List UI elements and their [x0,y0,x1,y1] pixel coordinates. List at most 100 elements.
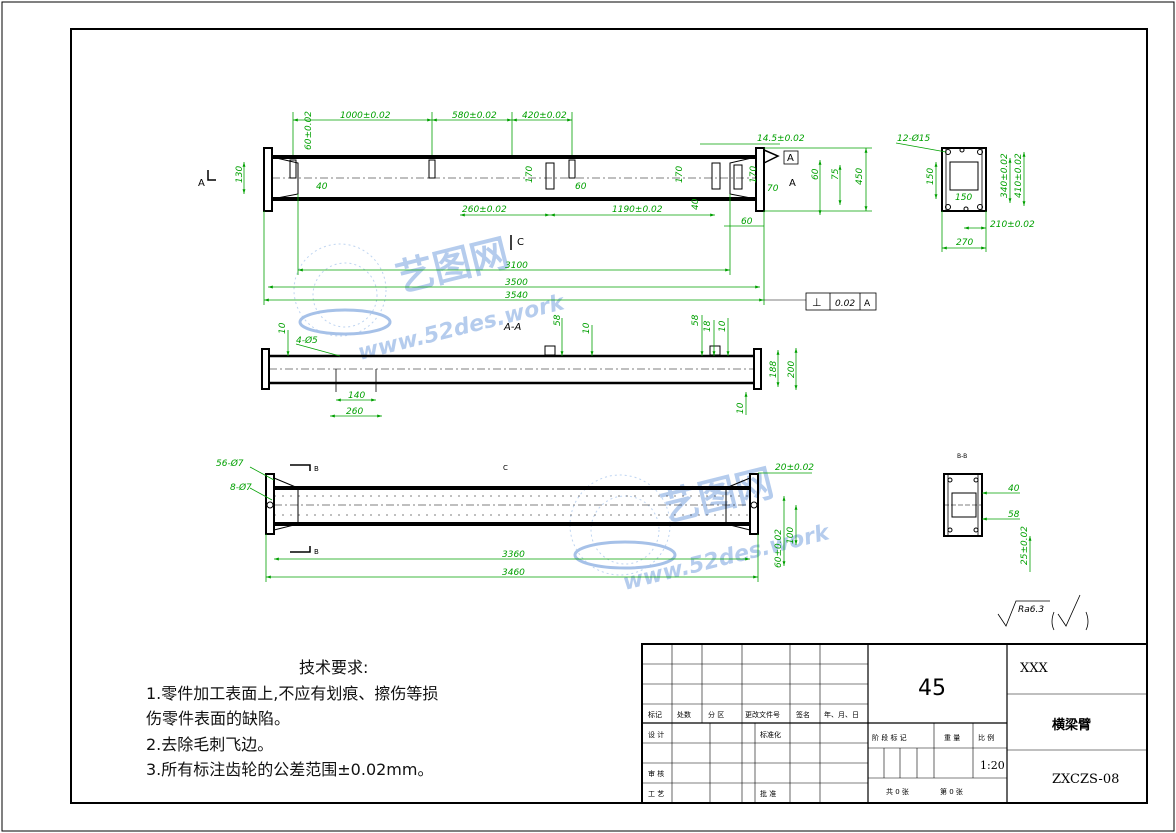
watermark-logo-2: 艺图网 [657,460,778,530]
svg-text:60±0.02: 60±0.02 [774,529,784,568]
svg-text:3360: 3360 [502,550,525,560]
technical-requirements: 技术要求: 1.零件加工表面上,不应有划痕、擦伤等损 伤零件表面的缺陷。 2.去… [146,655,438,783]
front-view [263,147,780,212]
svg-text:70: 70 [767,184,779,194]
roughness-symbol [997,594,1089,631]
watermark: 艺图网 www.52des.work 艺图网 www.52des.work [293,230,833,596]
hdr-doc: 更改文件号 [745,710,780,719]
svg-text:4-Ø5: 4-Ø5 [296,335,318,346]
svg-text:58: 58 [1008,510,1020,520]
row-craft: 工 艺 [648,790,664,798]
svg-text:25±0.02: 25±0.02 [1020,526,1030,565]
bottom-view [265,473,759,535]
roughness-value: Ra6.3 [1018,605,1044,615]
svg-text:1000±0.02: 1000±0.02 [340,111,391,121]
svg-text:14.5±0.02: 14.5±0.02 [757,134,805,144]
svg-text:18: 18 [703,320,713,332]
svg-text:100: 100 [786,527,796,544]
sheet-total: 共 0 张 [886,787,909,796]
company-name: XXX [1020,661,1049,676]
svg-text:A: A [787,153,794,164]
side-dim-text: 12-Ø15 150 150 340±0.02 410±0.02 270 210… [897,133,1035,248]
front-dim-text: 1000±0.02 580±0.02 420±0.02 60±0.02 14.5… [235,111,865,301]
stage-label: 阶 段 标 记 [872,733,907,742]
svg-text:58: 58 [691,314,701,326]
row-design-std: 标准化 [760,730,781,739]
svg-text:A: A [789,178,796,189]
svg-text:580±0.02: 580±0.02 [452,111,497,121]
svg-text:410±0.02: 410±0.02 [1014,153,1024,198]
hdr-mark: 标记 [648,710,662,719]
svg-text:C: C [503,464,508,472]
svg-text:150: 150 [926,168,936,185]
svg-text:260: 260 [346,407,363,417]
drawing-number: ZXCZS-08 [1052,772,1119,787]
material: 45 [918,676,946,701]
section-bb-view: B-B [943,453,983,537]
svg-text:40: 40 [316,182,328,192]
svg-text:3500: 3500 [505,278,528,288]
svg-text:1190±0.02: 1190±0.02 [612,205,663,215]
svg-text:8-Ø7: 8-Ø7 [230,482,252,493]
svg-text:3460: 3460 [502,568,525,578]
hdr-date: 年、月、日 [824,710,859,719]
note-item-1-cont: 伤零件表面的缺陷。 [146,709,291,728]
note-item-3: 3.所有标注齿轮的公差范围±0.02mm。 [146,760,434,779]
front-dims [242,112,872,305]
svg-text:170: 170 [525,166,535,183]
svg-text:A: A [864,299,871,309]
bottom-dim-text: 56-Ø7 8-Ø7 20±0.02 3360 3460 60±0.02 100 [216,458,814,578]
scale-label: 比 例 [978,733,994,742]
section-aa-view [261,345,762,392]
section-bb-dims [982,491,1032,572]
svg-text:60: 60 [811,168,821,180]
svg-text:B-B: B-B [957,453,967,460]
note-item-1: 1.零件加工表面上,不应有划痕、擦伤等损 [146,683,439,703]
svg-text:3100: 3100 [505,261,528,271]
svg-text:C: C [517,237,524,248]
svg-text:188: 188 [769,361,779,378]
view-markers: A A C A [198,150,799,248]
watermark-logo-1: 艺图网 [392,230,513,300]
svg-text:58: 58 [553,314,563,326]
svg-text:12-Ø15: 12-Ø15 [897,133,931,144]
svg-text:60±0.02: 60±0.02 [304,111,314,150]
section-aa-dims [286,315,798,418]
side-dims [895,142,1026,252]
hdr-sign: 签名 [796,710,810,719]
svg-text:140: 140 [348,391,365,401]
sheet-current: 第 0 张 [940,787,963,796]
bottom-marker-text: B B C [314,464,508,556]
svg-text:420±0.02: 420±0.02 [522,111,567,121]
note-item-2: 2.去除毛刺飞边。 [146,734,274,754]
bottom-markers [290,464,311,553]
svg-text:150: 150 [955,193,972,203]
watermark-url-2: www.52des.work [620,520,833,596]
notes-title: 技术要求: [299,658,369,677]
svg-text:B: B [314,548,319,556]
svg-text:270: 270 [956,238,973,248]
hdr-count: 处数 [677,710,691,719]
svg-text:170: 170 [675,166,685,183]
svg-text:170: 170 [749,166,759,183]
section-bb-text: 40 58 25±0.02 [1008,484,1030,565]
title-block-text: 标记 处数 分 区 更改文件号 签名 年、月、日 设 计 标准化 审 核 工 艺… [648,661,1119,798]
svg-text:10: 10 [582,322,592,334]
row-check: 审 核 [648,769,664,778]
svg-text:20±0.02: 20±0.02 [775,463,814,473]
svg-text:10: 10 [736,402,746,414]
svg-text:260±0.02: 260±0.02 [462,205,507,215]
bottom-dims [249,466,812,582]
svg-text:340±0.02: 340±0.02 [1000,153,1010,198]
inner-border [70,28,1148,804]
title-block [641,643,1148,804]
svg-text:B: B [314,465,319,473]
svg-text:A: A [198,178,205,189]
svg-text:60: 60 [741,217,753,227]
row-design: 设 计 [648,730,664,739]
svg-text:10: 10 [718,320,728,332]
svg-text:200: 200 [787,361,797,378]
svg-text:40: 40 [1008,484,1020,494]
